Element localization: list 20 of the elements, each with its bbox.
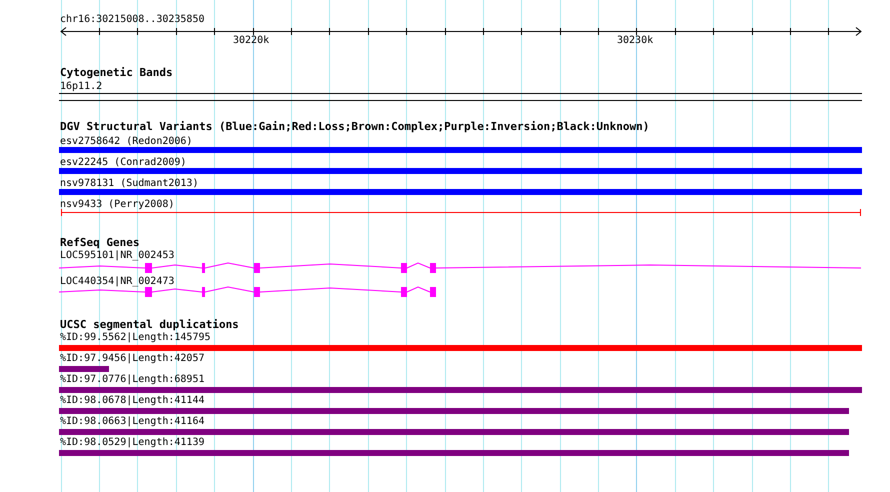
feature-label: nsv978131 (Sudmant2013) bbox=[60, 178, 198, 190]
feature-label: LOC440354|NR_002473 bbox=[60, 276, 174, 288]
feature-label: %ID:98.0529|Length:41139 bbox=[60, 437, 204, 449]
track-heading: Cytogenetic Bands bbox=[60, 67, 173, 79]
feature-label: %ID:99.5562|Length:145795 bbox=[60, 332, 211, 344]
feature-label: %ID:98.0663|Length:41164 bbox=[60, 416, 204, 428]
feature-label: nsv9433 (Perry2008) bbox=[60, 199, 174, 211]
track-heading: RefSeq Genes bbox=[60, 237, 140, 249]
track-heading: UCSC segmental duplications bbox=[60, 319, 239, 331]
coordinate-label: chr16:30215008..30235850 bbox=[60, 14, 204, 26]
feature-label: %ID:97.9456|Length:42057 bbox=[60, 353, 204, 365]
feature-label: LOC595101|NR_002453 bbox=[60, 250, 174, 262]
tick-label: 30220k bbox=[233, 35, 270, 47]
feature-label: esv22245 (Conrad2009) bbox=[60, 157, 186, 169]
track-heading: DGV Structural Variants (Blue:Gain;Red:Loss;Brown:Complex;Purple:Inversion;Black:Unknown) bbox=[60, 121, 650, 133]
tick-label: 30230k bbox=[617, 35, 654, 47]
feature-label: %ID:97.0776|Length:68951 bbox=[60, 374, 204, 386]
feature-label: 16p11.2 bbox=[60, 81, 102, 93]
feature-label: %ID:98.0678|Length:41144 bbox=[60, 395, 204, 407]
feature-label: esv2758642 (Redon2006) bbox=[60, 136, 192, 148]
